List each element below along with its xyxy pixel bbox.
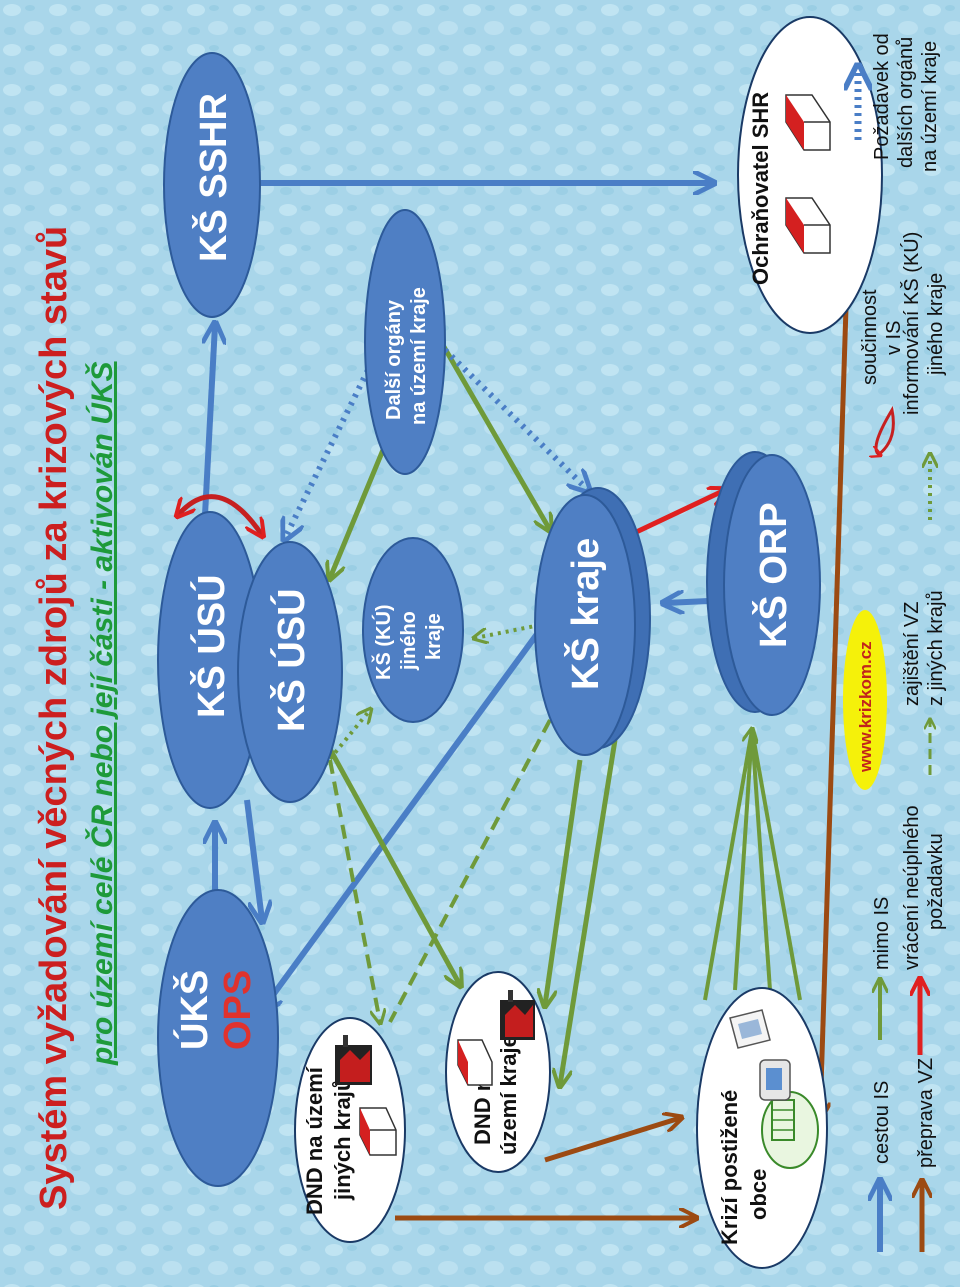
legend-vraceni-1: vrácení neúplného xyxy=(901,805,923,970)
legend-pozadavek-1: Požadavek od xyxy=(871,33,893,160)
node-kssshr-label: KŠ SSHR xyxy=(190,93,235,262)
diagram-subtitle: pro území celé ČR nebo její části - akti… xyxy=(85,361,119,1066)
arrow-kskraje-to-ksku xyxy=(475,623,541,638)
node-ochranovatel-shr: Ochraňovatel SHR xyxy=(737,16,883,334)
arrow-organy-to-kskraje xyxy=(437,338,550,530)
node-obce-label-2: obce xyxy=(746,1169,771,1220)
diagram-title: Systém vyžadování věcných zdrojů za kriz… xyxy=(33,226,75,1210)
arrow-obce-to-ksorp-1 xyxy=(703,730,752,1001)
arrow-obce-to-ksorp-2 xyxy=(733,729,754,991)
warehouse-icon xyxy=(785,197,831,254)
connections xyxy=(178,182,853,1218)
legend-pozadavek-3: na území kraje xyxy=(919,41,941,172)
legend-vraceni-2: požadavku xyxy=(925,833,947,930)
arrow-organy-request-kskraje xyxy=(442,347,588,490)
arrow-kskraje-to-dndjine xyxy=(388,719,552,1023)
arrow-dndkraj-to-obce xyxy=(544,1118,680,1163)
node-organy-label-2: na území kraje xyxy=(408,287,430,425)
factory-icon xyxy=(335,1035,372,1085)
arrow-shr-to-obce xyxy=(820,182,853,1118)
legend-zajisteni-1: zajištění VZ xyxy=(901,602,923,706)
node-ksku-label-2: jiného xyxy=(398,611,420,671)
legend-swatch-soucinnost xyxy=(876,405,895,455)
arrow-obce-to-ksorp-4 xyxy=(750,729,802,1001)
town-icon xyxy=(761,1091,819,1169)
title-block: Systém vyžadování věcných zdrojů za kriz… xyxy=(33,226,119,1210)
legend-mimo-is: mimo IS xyxy=(871,897,893,970)
node-dnd-kraje: DND na území kraje xyxy=(445,971,551,1173)
node-ksusu-1-label: KŠ ÚSÚ xyxy=(188,574,233,718)
node-organy-label-1: Další orgány xyxy=(383,299,405,420)
fax-icon xyxy=(729,1009,771,1049)
arrow-kskraje-to-dndkraj-1 xyxy=(545,759,583,1005)
node-uks-ops: ÚKŠ OPS xyxy=(157,889,279,1187)
arrow-ksusu-to-kssshr xyxy=(202,325,215,516)
node-ops-label: OPS xyxy=(217,970,259,1050)
legend-pozadavek-2: dalších orgánů xyxy=(895,37,917,168)
node-dndjine-label-1: DND na území xyxy=(302,1066,327,1215)
warehouse-icon xyxy=(457,1039,493,1086)
website-label: www.krizkom.cz xyxy=(856,641,875,773)
node-ksusu-secondary: KŠ ÚSÚ xyxy=(237,541,343,803)
arrow-ksusu-to-dndjine xyxy=(328,759,380,1022)
node-ksusu-2-label: KŠ ÚSÚ xyxy=(268,588,313,732)
node-dndjine-label-2: jiných krajů xyxy=(330,1078,355,1201)
node-dndkraj-label-2: území kraje xyxy=(496,1035,521,1155)
factory-icon xyxy=(500,990,535,1040)
arrow-ksusu-to-dndkraj xyxy=(322,738,460,985)
node-kssshr: KŠ SSHR xyxy=(163,52,261,318)
node-uks-label: ÚKŠ xyxy=(171,970,216,1050)
legend: cestou IS mimo IS součinnost v IS Požada… xyxy=(858,33,947,1252)
legend-cestou-is: cestou IS xyxy=(871,1081,893,1164)
node-krizi-postizene-obce: Krizí postižené obce xyxy=(696,987,828,1269)
arrow-kskraje-to-dndkraj-2 xyxy=(560,739,618,1085)
telephone-icon xyxy=(759,1059,791,1101)
legend-informovani-1: informování KŠ (KÚ) xyxy=(900,232,923,415)
arrow-kskraje-to-uks xyxy=(262,628,543,1010)
node-kskraje: KŠ kraje xyxy=(534,487,651,756)
legend-informovani-2: jiného kraje xyxy=(925,273,947,376)
legend-soucinnost-1: součinnost xyxy=(859,289,881,385)
node-ksku-label-1: KŠ (KÚ) xyxy=(371,604,395,680)
legend-zajisteni-2: z jiných krajů xyxy=(925,590,947,706)
website-badge: www.krizkom.cz xyxy=(843,610,887,790)
node-dalsi-organy: Další orgány na území kraje xyxy=(364,209,446,475)
arrow-kskraje-to-ksorp xyxy=(628,490,725,538)
node-ksorp: KŠ ORP xyxy=(706,451,821,716)
arrow-obce-to-ksorp-3 xyxy=(750,729,772,991)
node-obce-label-1: Krizí postižené xyxy=(717,1090,742,1245)
node-ksorp-label: KŠ ORP xyxy=(750,502,795,648)
node-dnd-jine-kraje: DND na území jiných krajů xyxy=(294,1017,406,1243)
arrow-ksusu-to-uks xyxy=(244,799,262,920)
node-ksku-label-3: kraje xyxy=(423,613,445,660)
arrow-ksusu-cooperation xyxy=(178,494,262,535)
warehouse-icon xyxy=(359,1107,397,1156)
node-kskraje-label: KŠ kraje xyxy=(562,538,607,690)
arrow-organy-to-ksusu xyxy=(330,444,388,578)
legend-soucinnost-2: v IS xyxy=(883,321,905,355)
node-shr-label: Ochraňovatel SHR xyxy=(748,92,773,285)
warehouse-icon xyxy=(785,94,831,151)
node-ksusu-primary: KŠ ÚSÚ xyxy=(157,511,263,809)
node-ksku-jineho: KŠ (KÚ) jiného kraje xyxy=(362,537,464,723)
legend-preprava: přeprava VZ xyxy=(915,1058,937,1168)
